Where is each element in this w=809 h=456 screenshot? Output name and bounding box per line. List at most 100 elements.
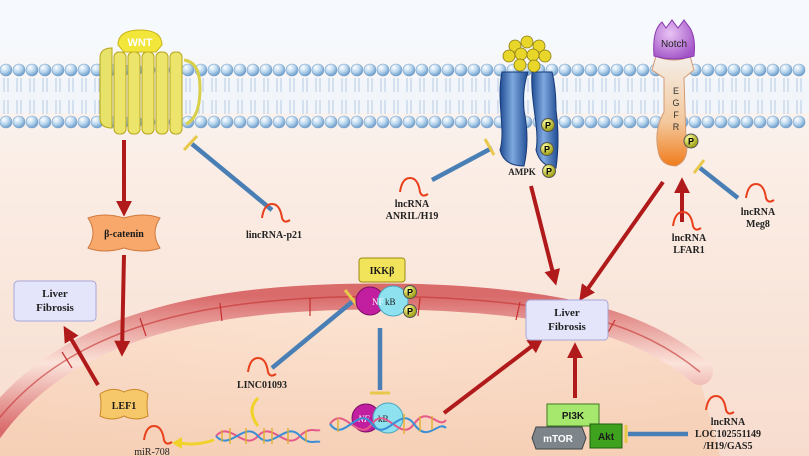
svg-text:P: P: [545, 121, 551, 131]
svg-text:P: P: [407, 307, 413, 317]
lipid-head: [610, 63, 624, 77]
linc01093-arrow: [250, 396, 260, 427]
lipid-head: [623, 115, 637, 129]
rna-lincrna-p21: lincRNA-p21: [246, 202, 302, 241]
svg-text:/H19/GAS5: /H19/GAS5: [703, 441, 753, 452]
svg-text:Liver: Liver: [554, 307, 580, 319]
rna-mir708: miR-708: [134, 424, 173, 456]
inhibit-lincrna-p21-wnt: [182, 134, 274, 212]
lipid-head: [454, 63, 468, 77]
arrow-betacatenin-to-lef1: [114, 254, 131, 357]
rna-linc01093: LINC01093: [237, 356, 287, 391]
lipid-head: [558, 63, 572, 77]
lef1-label: LEF1: [112, 401, 136, 412]
svg-text:lincRNA-p21: lincRNA-p21: [246, 230, 302, 241]
nfkb-phospho-2: P: [403, 304, 417, 318]
lipid-head: [64, 115, 78, 129]
lipid-head: [415, 115, 429, 129]
lipid-head: [766, 115, 780, 129]
lipid-head: [792, 63, 806, 77]
lipid-head: [584, 115, 598, 129]
lipid-head: [701, 115, 715, 129]
notch-label: Notch: [661, 39, 687, 50]
lipid-head: [571, 63, 585, 77]
lipid-head: [298, 115, 312, 129]
lipid-head: [558, 115, 572, 129]
lipid-head: [0, 115, 13, 129]
lipid-head: [402, 115, 416, 129]
lipid-head: [12, 115, 26, 129]
lipid-head: [181, 63, 195, 77]
rna-anril-h19: lncRNA ANRIL/H19: [386, 176, 438, 222]
lipid-head: [0, 63, 13, 77]
lipid-head: [636, 63, 650, 77]
lipid-head: [25, 63, 39, 77]
svg-text:lncRNA: lncRNA: [711, 417, 746, 428]
lipid-head: [389, 63, 403, 77]
lipid-head: [324, 63, 338, 77]
egfr-letter-g: G: [672, 98, 679, 108]
lipid-head: [246, 63, 260, 77]
svg-text:P: P: [546, 167, 552, 177]
lipid-head: [597, 63, 611, 77]
mir-export-arrow: [172, 437, 215, 449]
lipid-head: [64, 63, 78, 77]
lipid-head: [454, 115, 468, 129]
lipid-head: [51, 63, 65, 77]
wnt-label: WNT: [127, 37, 152, 49]
arrow-egfr-to-fibrosis: [579, 180, 665, 301]
lipid-head: [311, 115, 325, 129]
svg-text:P: P: [544, 145, 550, 155]
svg-text:LOC102551149: LOC102551149: [695, 429, 761, 440]
lipid-head: [415, 63, 429, 77]
lipid-head: [597, 115, 611, 129]
activation-arrows: [63, 140, 690, 415]
lipid-head: [753, 63, 767, 77]
lipid-head: [753, 115, 767, 129]
lipid-head: [233, 115, 247, 129]
akt-label: Akt: [598, 432, 615, 443]
ampk-phospho-2: P: [540, 142, 554, 156]
egfr-receptor: Notch E G F R P: [651, 19, 699, 167]
lipid-head: [38, 115, 52, 129]
lipid-head: [701, 63, 715, 77]
lipid-head: [259, 63, 273, 77]
lipid-head: [259, 115, 273, 129]
lipid-head: [220, 63, 234, 77]
nfkb-phospho-1: P: [403, 285, 417, 299]
lipid-head: [285, 115, 299, 129]
svg-text:miR-708: miR-708: [134, 447, 170, 456]
lipid-head: [467, 115, 481, 129]
beta-catenin-label: β-catenin: [104, 229, 144, 240]
svg-text:lncRNA: lncRNA: [395, 199, 430, 210]
lipid-head: [246, 115, 260, 129]
lef1: LEF1: [99, 388, 149, 420]
lipid-head: [350, 63, 364, 77]
ampk-receptor: AMPK P P P: [499, 35, 559, 178]
inhibit-nfkb-to-dna: [370, 328, 390, 395]
lipid-head: [220, 115, 234, 129]
egfr-phospho: P: [683, 133, 699, 149]
beta-catenin: β-catenin: [87, 214, 161, 252]
lipid-head: [766, 63, 780, 77]
lipid-head: [688, 115, 702, 129]
lipid-head: [779, 63, 793, 77]
egfr-letter-e: E: [673, 86, 679, 96]
wnt-receptor: WNT: [99, 29, 202, 135]
lipid-head: [363, 63, 377, 77]
lipid-head: [428, 63, 442, 77]
svg-text:Liver: Liver: [42, 288, 68, 300]
lipid-head: [480, 115, 494, 129]
ampk-label: AMPK: [508, 167, 536, 177]
ampk-ligand-cluster: [502, 35, 552, 73]
lipid-head: [779, 115, 793, 129]
arrow-nfkb-to-fibrosis: [442, 337, 544, 415]
svg-text:lncRNA: lncRNA: [672, 233, 707, 244]
lipid-head: [467, 63, 481, 77]
svg-text:Meg8: Meg8: [746, 219, 770, 230]
svg-text:Fibrosis: Fibrosis: [548, 321, 586, 333]
egfr-letter-f: F: [673, 110, 679, 120]
dna-helix-right: [329, 414, 447, 434]
wnt-ligand: WNT: [117, 29, 163, 53]
